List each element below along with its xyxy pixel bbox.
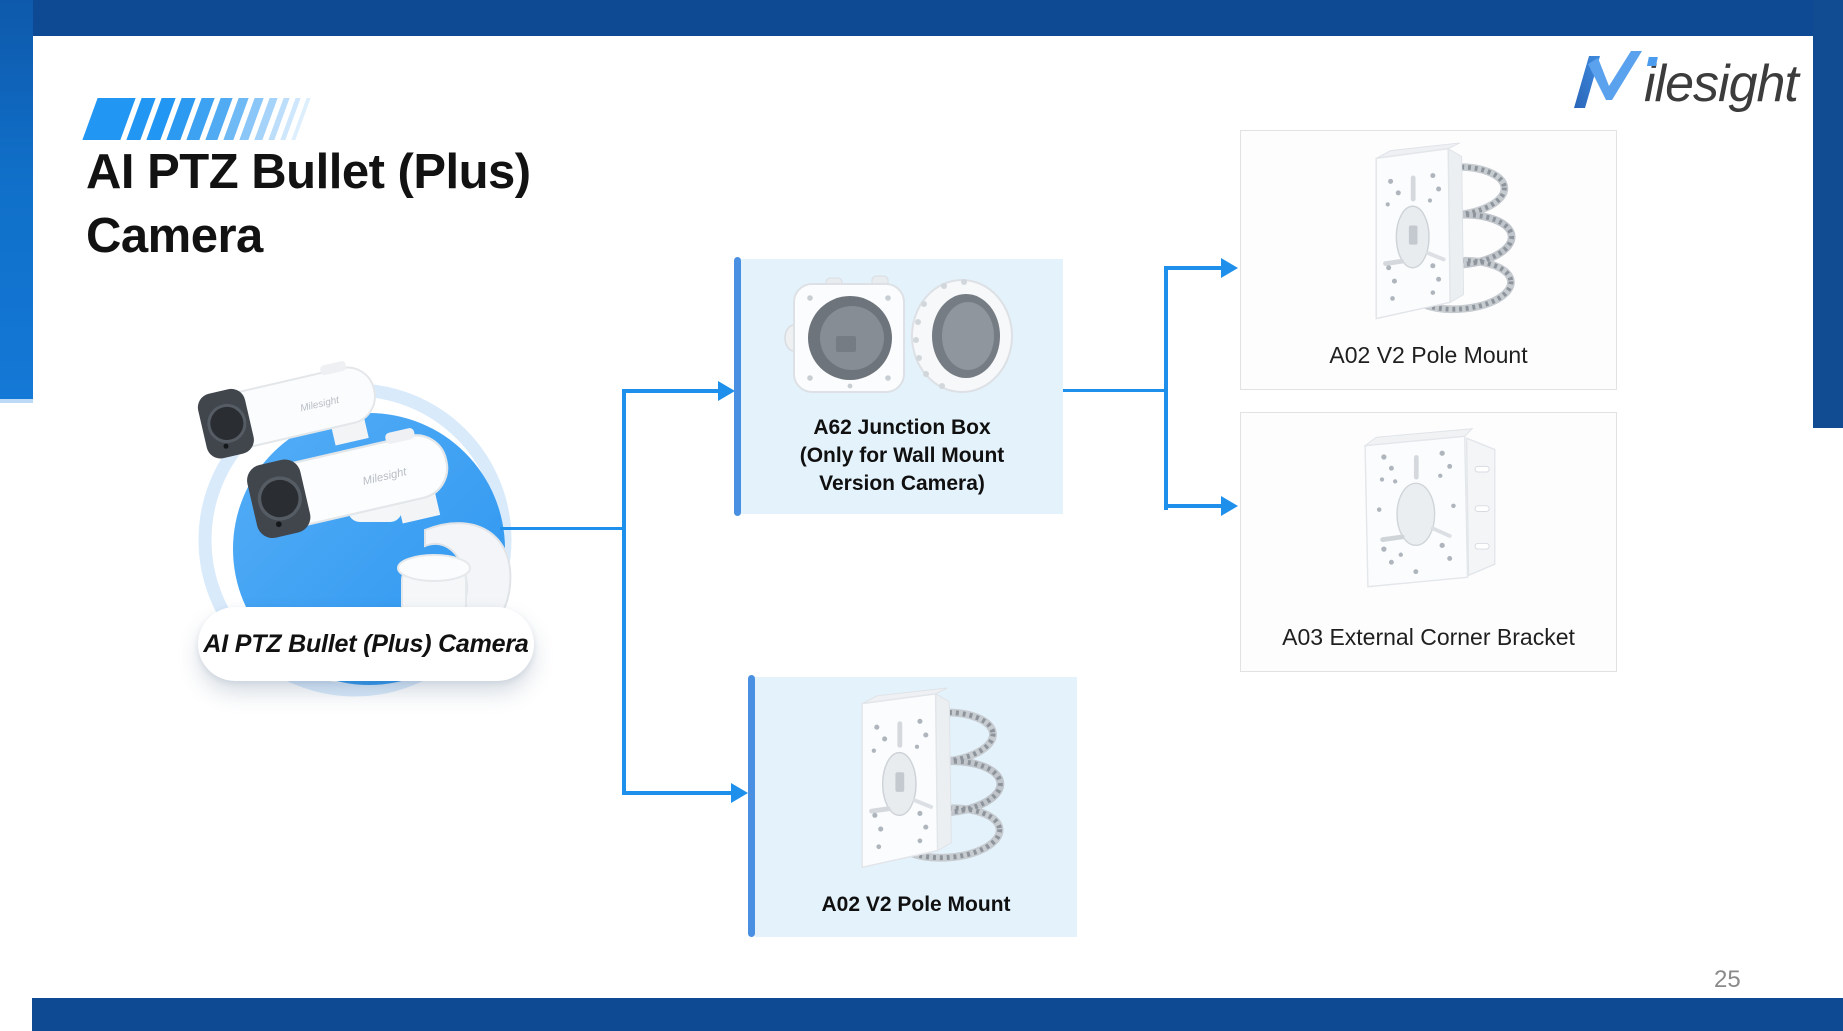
bottom-border-bar bbox=[32, 998, 1843, 1031]
pole-mount-card-label: A02 V2 Pole Mount bbox=[821, 893, 1011, 916]
connector-branch-pole bbox=[622, 791, 732, 795]
page-title-line2: Camera bbox=[86, 209, 263, 263]
milesight-logo-image: ilesight bbox=[1574, 51, 1802, 113]
source-node-label-pill: AI PTZ Bullet (Plus) Camera bbox=[198, 607, 534, 681]
arrow-into-pole-card-icon bbox=[731, 783, 748, 803]
page-title: AI PTZ Bullet (Plus) Camera bbox=[86, 140, 531, 268]
connector-junction-out bbox=[1063, 389, 1167, 392]
corner-bracket-image bbox=[1241, 413, 1616, 624]
slash-decoration bbox=[82, 98, 311, 140]
source-node-label: AI PTZ Bullet (Plus) Camera bbox=[203, 629, 529, 658]
connector-branch-junction bbox=[622, 389, 722, 393]
top-border-bar bbox=[0, 0, 1843, 36]
pole-mount-image bbox=[755, 677, 1077, 891]
arrow-into-pole-option-icon bbox=[1221, 258, 1238, 278]
logo-i-dot bbox=[1646, 57, 1658, 66]
camera-back: Milesight bbox=[197, 361, 376, 459]
junction-card-label-line3: Version Camera) bbox=[819, 472, 985, 495]
page-number: 25 bbox=[1714, 966, 1741, 993]
corner-bracket-option-label: A03 External Corner Bracket bbox=[1282, 624, 1575, 650]
junction-box-image bbox=[741, 259, 1063, 414]
left-border-strip bbox=[0, 0, 33, 403]
connector-branch-corner-option bbox=[1164, 504, 1222, 508]
pole-mount-card: A02 V2 Pole Mount bbox=[755, 677, 1077, 937]
connector-left-trunk bbox=[622, 391, 626, 795]
arrow-into-junction-icon bbox=[718, 381, 735, 401]
junction-card: A62 Junction Box (Only for Wall Mount Ve… bbox=[741, 259, 1063, 514]
connector-camera-out bbox=[500, 527, 625, 530]
pole-mount-option-card: A02 V2 Pole Mount bbox=[1240, 130, 1617, 390]
camera-front: Milesight bbox=[247, 428, 449, 539]
pole-card-accent-bar bbox=[748, 675, 755, 937]
corner-bracket-option-card: A03 External Corner Bracket bbox=[1240, 412, 1617, 672]
milesight-logo: ilesight bbox=[1562, 44, 1802, 114]
connector-branch-pole-option bbox=[1164, 266, 1222, 270]
right-border-bar bbox=[1813, 0, 1843, 428]
page-title-line1: AI PTZ Bullet (Plus) bbox=[86, 145, 531, 199]
junction-card-label-line2: (Only for Wall Mount bbox=[799, 444, 1005, 467]
junction-card-accent-bar bbox=[734, 257, 741, 516]
pole-mount-option-image bbox=[1241, 131, 1616, 342]
logo-wordmark-text: ilesight bbox=[1644, 55, 1801, 113]
junction-card-label: A62 Junction Box (Only for Wall Mount Ve… bbox=[800, 414, 1005, 498]
arrow-into-corner-option-icon bbox=[1221, 496, 1238, 516]
connector-right-trunk bbox=[1164, 268, 1168, 510]
pole-mount-option-label: A02 V2 Pole Mount bbox=[1329, 342, 1528, 368]
logo-m-icon bbox=[1574, 51, 1642, 108]
junction-card-label-line1: A62 Junction Box bbox=[813, 416, 991, 439]
